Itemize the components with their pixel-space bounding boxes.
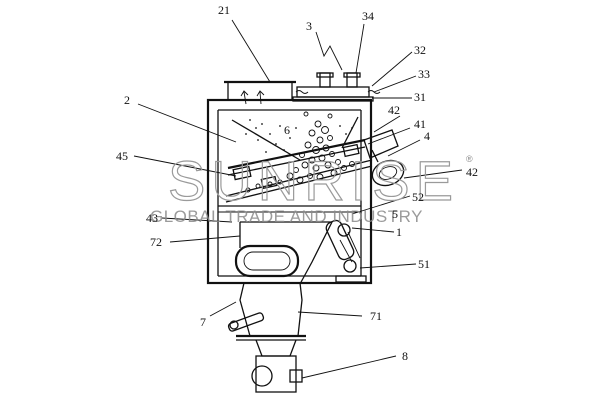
screen-deck-top xyxy=(227,138,366,170)
fan-body xyxy=(255,355,297,393)
bolt-left xyxy=(319,72,331,88)
fan-nozzle xyxy=(289,369,303,383)
vibrator-right xyxy=(342,143,360,158)
label-45: 45 xyxy=(116,149,128,163)
material-particles xyxy=(245,111,355,193)
vibration-motor-inner xyxy=(378,166,398,180)
vibrator-left xyxy=(232,165,252,181)
label-43: 43 xyxy=(146,211,158,225)
label-31: 31 xyxy=(414,90,426,104)
label-1: 1 xyxy=(396,225,402,239)
feed-inlet-base xyxy=(292,96,374,102)
label-42-top: 42 xyxy=(388,103,400,117)
screen-frame-right xyxy=(341,116,359,149)
bottom-chute xyxy=(239,282,303,337)
watermark-registered: ® xyxy=(466,154,473,164)
label-71: 71 xyxy=(370,309,382,323)
vibrator-mid xyxy=(260,175,278,190)
label-52: 52 xyxy=(412,190,424,204)
vibration-motor xyxy=(371,159,405,187)
label-8: 8 xyxy=(402,349,408,363)
watermark-brand: SUNRISE xyxy=(168,149,459,212)
bolt-right xyxy=(346,72,358,88)
hopper-roller-inner xyxy=(243,251,291,271)
bolt-left-head xyxy=(316,72,334,78)
label-34: 34 xyxy=(362,9,374,23)
drive-link xyxy=(325,219,355,261)
label-42-right: 42 xyxy=(466,165,478,179)
fine-dust xyxy=(245,119,353,153)
housing-frame xyxy=(206,98,373,285)
chute-pivot xyxy=(229,320,239,330)
label-41: 41 xyxy=(414,117,426,131)
label-72: 72 xyxy=(150,235,162,249)
watermark-tagline: GLOBAL TRADE AND INDUSTRY xyxy=(150,207,423,226)
chute-cone xyxy=(255,339,297,357)
leader-lines xyxy=(133,19,463,379)
motor-arm xyxy=(371,149,379,163)
label-7: 7 xyxy=(200,315,206,329)
drive-rod xyxy=(339,231,361,263)
chute-handle xyxy=(227,312,265,332)
drive-base xyxy=(335,275,367,283)
label-6: 6 xyxy=(284,123,290,137)
screen-frame-left xyxy=(231,119,301,161)
spring-left xyxy=(295,90,309,94)
lower-chute-bottom xyxy=(225,165,373,203)
airflow-arrow-2 xyxy=(256,90,265,105)
label-21: 21 xyxy=(218,3,230,17)
label-3: 3 xyxy=(306,19,312,33)
screen-deck-bottom xyxy=(227,146,366,176)
drive-pulley-top xyxy=(337,223,351,237)
bolt-right-head xyxy=(343,72,361,78)
drive-pulley-bottom xyxy=(343,259,357,273)
label-4: 4 xyxy=(424,129,430,143)
label-51: 51 xyxy=(418,257,430,271)
airflow-arrow-1 xyxy=(240,90,249,105)
fan-outlet xyxy=(251,365,273,387)
hopper-roller xyxy=(234,244,300,278)
label-32: 32 xyxy=(414,43,426,57)
label-2: 2 xyxy=(124,93,130,107)
label-33: 33 xyxy=(418,67,430,81)
label-5: 5 xyxy=(392,207,398,221)
discharge-hopper xyxy=(240,221,334,285)
motor-bracket xyxy=(363,129,399,159)
